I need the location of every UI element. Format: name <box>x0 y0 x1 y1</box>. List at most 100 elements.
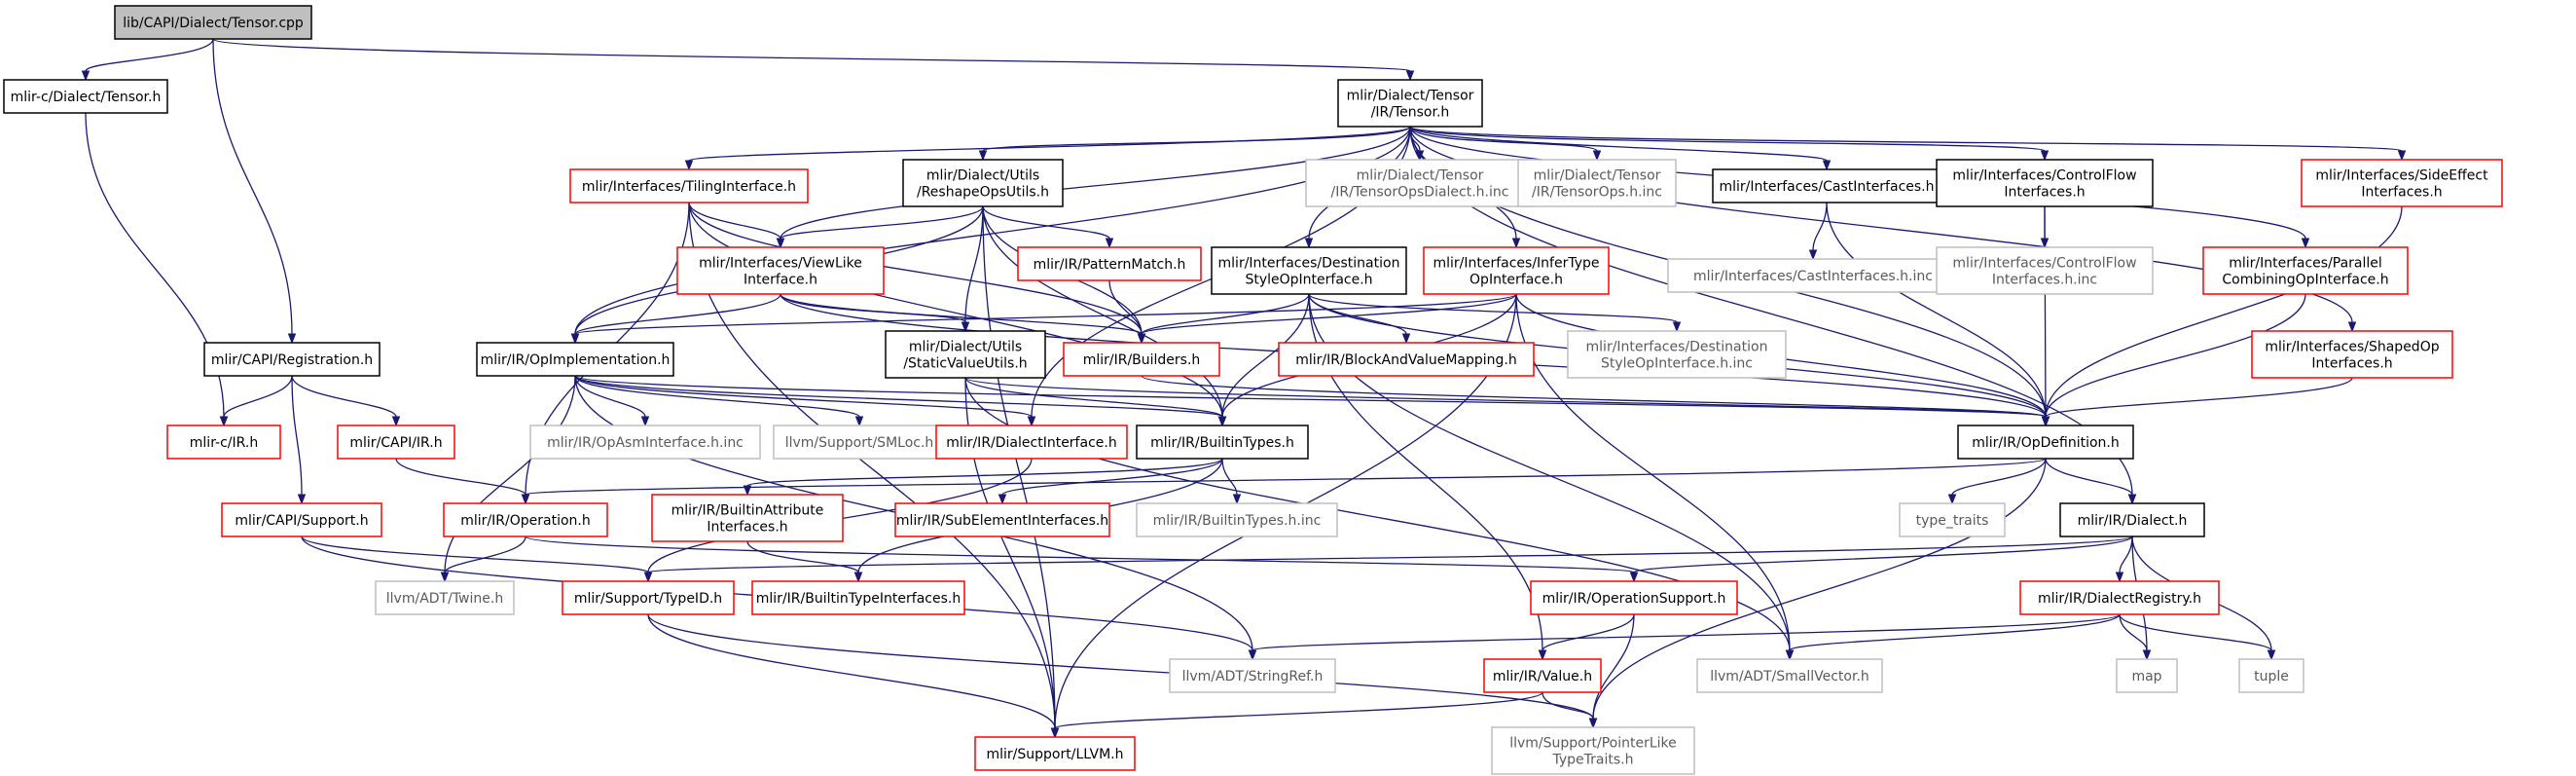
edge-reshape-to-staticValue <box>961 205 984 333</box>
edge-inferType-to-builders <box>1137 293 1517 345</box>
node-twine[interactable]: llvm/ADT/Twine.h <box>375 580 515 615</box>
node-smloc[interactable]: llvm/Support/SMLoc.h <box>773 425 946 460</box>
node-typeTraits[interactable]: type_traits <box>1899 502 2006 537</box>
node-label: llvm/Support/PointerLike <box>1509 736 1677 752</box>
node-label: mlir/Dialect/Tensor <box>1357 168 1484 184</box>
node-tuple[interactable]: tuple <box>2238 658 2304 693</box>
node-label: CombiningOpInterface.h <box>2222 273 2388 288</box>
node-tensorH[interactable]: mlir/Dialect/Tensor/IR/Tensor.h <box>1337 79 1483 128</box>
edge-shapedOp-to-opDefinition <box>2041 377 2353 427</box>
edge-typeID-to-pointerLike <box>647 613 1598 729</box>
node-label: mlir/IR/DialectInterface.h <box>946 435 1116 451</box>
node-operation[interactable]: mlir/IR/Operation.h <box>443 502 608 537</box>
node-patternMatch[interactable]: mlir/IR/PatternMatch.h <box>1017 246 1202 281</box>
node-opImpl[interactable]: mlir/IR/OpImplementation.h <box>476 342 674 377</box>
edge-opDefinition-to-operation <box>521 458 2047 505</box>
node-capiTensor[interactable]: mlir-c/Dialect/Tensor.h <box>3 79 168 114</box>
node-label: Interfaces.h <box>2311 356 2392 372</box>
node-label: Interface.h <box>744 273 817 288</box>
node-stringRef[interactable]: llvm/ADT/StringRef.h <box>1169 658 1336 693</box>
node-capiSupport[interactable]: mlir/CAPI/Support.h <box>221 502 382 537</box>
node-dialectRegistry[interactable]: mlir/IR/DialectRegistry.h <box>2019 580 2220 615</box>
node-label: Interfaces.h.inc <box>1992 273 2097 288</box>
node-label: mlir/IR/PatternMatch.h <box>1034 257 1186 273</box>
node-tensorOpsDialectInc[interactable]: mlir/Dialect/Tensor/IR/TensorOpsDialect.… <box>1305 159 1535 207</box>
node-builtinTypesInc[interactable]: mlir/IR/BuiltinTypes.h.inc <box>1136 502 1338 537</box>
node-dialectInterface[interactable]: mlir/IR/DialectInterface.h <box>935 425 1128 460</box>
edge-builtinTypes-to-subElement <box>998 458 1223 505</box>
node-staticValue[interactable]: mlir/Dialect/Utils/StaticValueUtils.h <box>885 330 1046 379</box>
node-destStyleInc[interactable]: mlir/Interfaces/DestinationStyleOpInterf… <box>1567 330 1787 379</box>
edge-castInt-to-castIntInc <box>1808 202 1828 261</box>
node-root[interactable]: lib/CAPI/Dialect/Tensor.cpp <box>114 5 312 40</box>
node-label: mlir/Interfaces/TilingInterface.h <box>582 179 796 195</box>
node-valueH[interactable]: mlir/IR/Value.h <box>1483 658 1602 693</box>
node-llvmH[interactable]: mlir/Support/LLVM.h <box>974 736 1136 771</box>
node-reshape[interactable]: mlir/Dialect/Utils/ReshapeOpsUtils.h <box>902 159 1064 207</box>
node-label: mlir/IR/Dialect.h <box>2078 513 2188 529</box>
node-opDefinition[interactable]: mlir/IR/OpDefinition.h <box>1957 425 2134 460</box>
node-label: mlir-c/IR.h <box>190 435 258 451</box>
edge-reshape-to-viewLike <box>776 205 984 249</box>
node-dialectH[interactable]: mlir/IR/Dialect.h <box>2059 502 2205 537</box>
edge-dialectRegistry-to-map <box>2119 613 2152 661</box>
node-smallVector[interactable]: llvm/ADT/SmallVector.h <box>1696 658 1883 693</box>
node-label: mlir/CAPI/Registration.h <box>211 352 373 368</box>
edge-tensorH-to-sideEffect <box>1409 126 2407 162</box>
node-builtinTypeInt[interactable]: mlir/IR/BuiltinTypeInterfaces.h <box>751 580 965 615</box>
node-tensorOpsInc[interactable]: mlir/Dialect/Tensor/IR/TensorOps.h.inc <box>1517 159 1677 207</box>
edge-root-to-capiTensor <box>81 38 214 82</box>
node-controlFlowInc[interactable]: mlir/Interfaces/ControlFlowInterfaces.h.… <box>1936 246 2154 295</box>
edge-destStyle-to-blockAndValue <box>1308 293 1411 345</box>
node-destStyle[interactable]: mlir/Interfaces/DestinationStyleOpInterf… <box>1211 246 1407 295</box>
node-castIntInc[interactable]: mlir/Interfaces/CastInterfaces.h.inc <box>1667 258 1959 293</box>
node-tiling[interactable]: mlir/Interfaces/TilingInterface.h <box>569 168 809 203</box>
node-label: StyleOpInterface.h.inc <box>1601 356 1753 372</box>
node-opAsmInc[interactable]: mlir/IR/OpAsmInterface.h.inc <box>529 425 761 460</box>
edge-valueH-to-llvmH <box>1050 691 1543 739</box>
node-subElement[interactable]: mlir/IR/SubElementInterfaces.h <box>894 502 1110 537</box>
edge-capiTensor-to-mlircIR <box>85 112 229 427</box>
node-operationSupport[interactable]: mlir/IR/OperationSupport.h <box>1530 580 1738 615</box>
node-label: StyleOpInterface.h <box>1245 273 1372 288</box>
node-label: /IR/Tensor.h <box>1371 105 1450 121</box>
edge-opDefinition-to-typeTraits <box>1947 458 2047 505</box>
edge-opDefinition-to-dialectH <box>2045 458 2137 505</box>
node-map[interactable]: map <box>2116 658 2178 693</box>
edge-opImpl-to-smloc <box>574 375 864 427</box>
node-castInt[interactable]: mlir/Interfaces/CastInterfaces.h <box>1712 168 1941 203</box>
edge-dialectRegistry-to-stringRef <box>1248 613 2121 661</box>
node-label: llvm/Support/SMLoc.h <box>785 435 934 451</box>
node-blockAndValue[interactable]: mlir/IR/BlockAndValueMapping.h <box>1278 342 1535 377</box>
node-label: /IR/TensorOps.h.inc <box>1532 185 1662 201</box>
node-label: /ReshapeOpsUtils.h <box>917 185 1049 201</box>
edge-viewLike-to-opImpl <box>570 293 781 345</box>
node-builders[interactable]: mlir/IR/Builders.h <box>1063 342 1220 377</box>
node-label: mlir/Interfaces/Destination <box>1218 256 1400 272</box>
node-label: llvm/ADT/Twine.h <box>386 591 503 607</box>
node-parallelComb[interactable]: mlir/Interfaces/ParallelCombiningOpInter… <box>2202 246 2409 295</box>
node-capiReg[interactable]: mlir/CAPI/Registration.h <box>203 342 381 377</box>
node-label: Interfaces.h <box>2361 185 2442 201</box>
edge-dialectH-to-dialectRegistry <box>2115 536 2133 583</box>
edge-builders-to-opDefinition <box>1141 375 2050 427</box>
edge-sideEffect-to-opDefinition <box>2041 205 2403 427</box>
node-label: mlir/Interfaces/SideEffect <box>2315 168 2488 184</box>
node-label: mlir/IR/SubElementInterfaces.h <box>896 513 1108 529</box>
node-label: mlir-c/Dialect/Tensor.h <box>11 90 162 105</box>
node-builtinTypes[interactable]: mlir/IR/BuiltinTypes.h <box>1136 425 1309 460</box>
node-typeID[interactable]: mlir/Support/TypeID.h <box>562 580 735 615</box>
edge-staticValue-to-builtinTypes <box>964 377 1227 427</box>
edge-builtinTypes-to-builtinAttr <box>743 458 1223 497</box>
node-mlircIR[interactable]: mlir-c/IR.h <box>166 425 281 460</box>
node-capiIR[interactable]: mlir/CAPI/IR.h <box>337 425 455 460</box>
edge-dialectH-to-typeID <box>643 536 2133 583</box>
node-label: Interfaces.h <box>707 520 787 536</box>
